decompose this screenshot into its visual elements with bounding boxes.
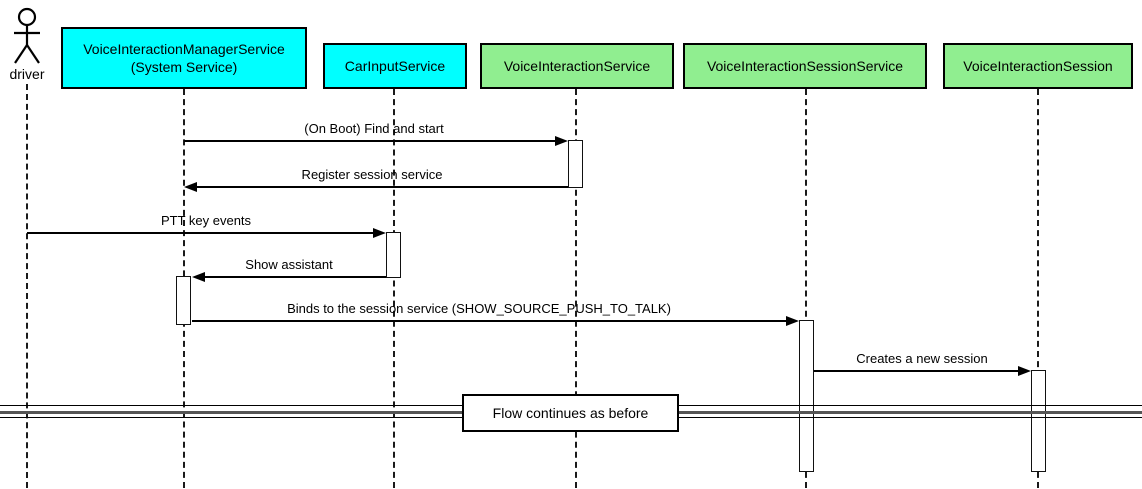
- actor-label: driver: [9, 66, 45, 82]
- activation-carinputservice: [386, 232, 401, 278]
- participant-label: CarInputService: [344, 58, 446, 74]
- actor-icon: [14, 7, 40, 64]
- divider-label-box: Flow continues as before: [462, 394, 679, 432]
- participant-voiceinteractionservice: VoiceInteractionService: [480, 43, 674, 89]
- activation-voiceinteractionmanagerservice: [176, 276, 191, 325]
- activation-voiceinteractionservice: [568, 140, 583, 188]
- message-arrow-line: [27, 232, 374, 234]
- participant-voiceinteractionmanagerservice: VoiceInteractionManagerService (System S…: [61, 27, 307, 89]
- participant-label: VoiceInteractionService: [503, 58, 651, 74]
- activation-voiceinteractionsession: [1031, 370, 1046, 472]
- message-arrow-line: [204, 276, 386, 278]
- lifeline-driver: [26, 84, 28, 488]
- arrowhead-right-icon: [786, 316, 799, 326]
- lifeline-voiceinteractionsessionservice: [805, 89, 807, 488]
- participant-sublabel: (System Service): [130, 59, 238, 75]
- message-label: Register session service: [301, 167, 443, 182]
- participant-label: VoiceInteractionManagerService: [83, 41, 285, 57]
- message-arrow-line: [814, 370, 1019, 372]
- lifeline-voiceinteractionservice: [575, 89, 577, 488]
- message-label: PTT key events: [160, 213, 252, 228]
- message-label: Show assistant: [245, 257, 333, 272]
- participant-carinputservice: CarInputService: [323, 43, 467, 89]
- arrowhead-left-icon: [192, 272, 205, 282]
- message-arrow-line: [192, 320, 787, 322]
- divider-label: Flow continues as before: [492, 405, 649, 421]
- message-arrow-line: [184, 140, 556, 142]
- message-label: Binds to the session service (SHOW_SOURC…: [287, 301, 671, 316]
- message-label: (On Boot) Find and start: [304, 121, 444, 136]
- arrowhead-right-icon: [1018, 366, 1031, 376]
- message-arrow-line: [196, 186, 568, 188]
- lifeline-carinputservice: [393, 89, 395, 488]
- activation-voiceinteractionsessionservice: [799, 320, 814, 472]
- message-label: Creates a new session: [856, 351, 988, 366]
- participant-voiceinteractionsession: VoiceInteractionSession: [943, 43, 1133, 89]
- arrowhead-right-icon: [555, 136, 568, 146]
- participant-label: VoiceInteractionSession: [963, 58, 1113, 74]
- arrowhead-right-icon: [373, 228, 386, 238]
- participant-label: VoiceInteractionSessionService: [706, 58, 904, 74]
- lifeline-voiceinteractionsession: [1037, 89, 1039, 488]
- arrowhead-left-icon: [184, 182, 197, 192]
- participant-voiceinteractionsessionservice: VoiceInteractionSessionService: [683, 43, 927, 89]
